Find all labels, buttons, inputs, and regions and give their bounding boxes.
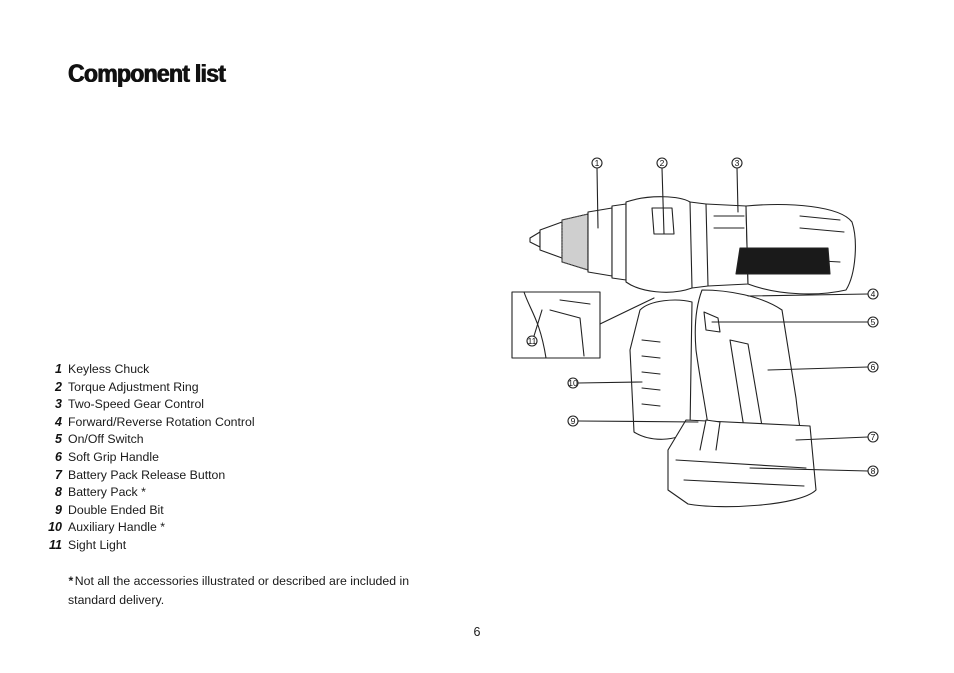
drill-illustration: 1 2 3 4 5 6 7 8 9 10 11 bbox=[511, 157, 879, 508]
footnote-text: Not all the accessories illustrated or d… bbox=[68, 574, 410, 607]
item-number: 9 bbox=[55, 502, 62, 517]
item-number: 1 bbox=[55, 362, 62, 376]
gearbox-drawing bbox=[625, 196, 749, 293]
auxiliary-handle-drawing bbox=[629, 299, 693, 440]
item-number: 4 bbox=[55, 414, 62, 429]
handle-drawing bbox=[694, 289, 803, 441]
list-item: 4 Forward/Reverse Rotation Control bbox=[48, 414, 255, 432]
item-number: 8 bbox=[55, 485, 62, 500]
item-label: Soft Grip Handle bbox=[68, 449, 159, 464]
item-label: Sight Light bbox=[68, 537, 127, 552]
svg-text:11: 11 bbox=[528, 336, 537, 346]
list-item: 2 Torque Adjustment Ring bbox=[48, 379, 255, 397]
item-number: 6 bbox=[55, 449, 62, 464]
list-item: 9 Double Ended Bit bbox=[48, 502, 255, 520]
callout-5: 5 bbox=[711, 316, 879, 328]
callout-3: 3 bbox=[731, 157, 743, 213]
page-title: Component list bbox=[68, 60, 226, 88]
callout-11: 11 bbox=[526, 309, 543, 347]
item-label: Battery Pack Release Button bbox=[68, 467, 226, 482]
item-label: Torque Adjustment Ring bbox=[68, 379, 199, 394]
callout-2: 2 bbox=[656, 157, 668, 235]
chuck-drawing bbox=[529, 203, 627, 281]
item-label: Auxiliary Handle * bbox=[68, 520, 166, 535]
svg-text:3: 3 bbox=[735, 158, 740, 168]
svg-text:10: 10 bbox=[568, 378, 578, 388]
callout-10: 10 bbox=[567, 377, 643, 389]
list-item: 8 Battery Pack * bbox=[48, 484, 255, 502]
item-label: Battery Pack * bbox=[68, 485, 146, 500]
item-number: 2 bbox=[55, 379, 62, 394]
list-item: 10 Auxiliary Handle * bbox=[48, 519, 255, 537]
footnote-marker: * bbox=[68, 574, 73, 588]
list-item: 3 Two-Speed Gear Control bbox=[48, 396, 255, 414]
callout-4: 4 bbox=[747, 288, 879, 300]
page-number: 6 bbox=[473, 625, 481, 639]
list-item: 6 Soft Grip Handle bbox=[48, 449, 255, 467]
callout-7: 7 bbox=[795, 431, 879, 443]
item-number: 11 bbox=[49, 537, 62, 552]
svg-text:8: 8 bbox=[871, 466, 876, 476]
callout-9: 9 bbox=[567, 415, 699, 427]
svg-text:7: 7 bbox=[871, 432, 876, 442]
item-label: Forward/Reverse Rotation Control bbox=[68, 414, 255, 429]
item-number: 7 bbox=[55, 467, 62, 482]
list-item: 5 On/Off Switch bbox=[48, 431, 255, 449]
footnote: *Not all the accessories illustrated or … bbox=[68, 572, 428, 610]
component-list: 1 Keyless Chuck 2 Torque Adjustment Ring 3… bbox=[48, 361, 255, 555]
svg-text:4: 4 bbox=[871, 289, 876, 299]
list-item: 1 Keyless Chuck bbox=[48, 361, 255, 379]
item-label: Keyless Chuck bbox=[68, 362, 150, 376]
callout-6: 6 bbox=[767, 361, 879, 373]
item-number: 3 bbox=[55, 397, 62, 412]
housing-drawing bbox=[735, 204, 856, 295]
sight-light-inset bbox=[511, 291, 655, 359]
svg-text:9: 9 bbox=[571, 416, 576, 426]
item-label: Two-Speed Gear Control bbox=[68, 397, 205, 412]
battery-drawing bbox=[667, 419, 817, 508]
item-label: Double Ended Bit bbox=[68, 502, 164, 517]
svg-text:2: 2 bbox=[660, 158, 665, 168]
list-item: 7 Battery Pack Release Button bbox=[48, 467, 255, 485]
item-number: 5 bbox=[55, 432, 62, 447]
svg-text:6: 6 bbox=[871, 362, 876, 372]
svg-text:5: 5 bbox=[871, 317, 876, 327]
callout-8: 8 bbox=[749, 465, 879, 477]
item-number: 10 bbox=[48, 520, 62, 535]
callout-1: 1 bbox=[591, 157, 603, 229]
svg-text:1: 1 bbox=[595, 158, 600, 168]
list-item: 11 Sight Light bbox=[48, 537, 255, 555]
item-label: On/Off Switch bbox=[68, 432, 144, 447]
